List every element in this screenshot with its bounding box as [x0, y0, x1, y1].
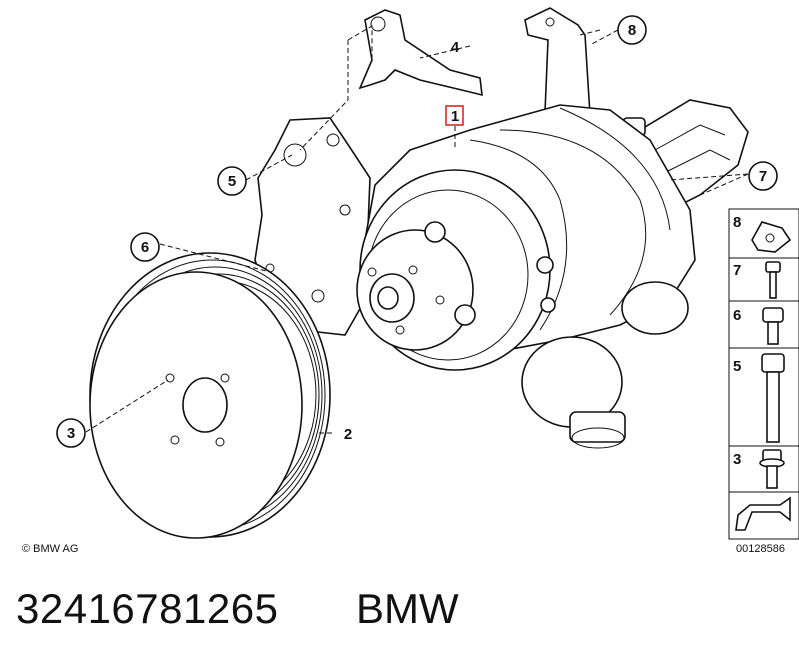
bracket-part-8: [524, 7, 591, 119]
legend-label-5: 5: [733, 358, 741, 375]
diagram-id: 00128586: [736, 543, 785, 555]
power-steering-pump-part-1: [356, 104, 696, 449]
part-number: 32416781265: [16, 585, 279, 632]
bolt-short-icon: [765, 261, 781, 299]
callout-1-highlight: 1: [445, 105, 464, 126]
callout-5-label: 5: [228, 173, 236, 190]
callout-3: 3: [56, 418, 86, 448]
legend-label-6: 6: [733, 307, 741, 324]
legend-label-3: 3: [733, 451, 741, 468]
callout-3-label: 3: [67, 425, 75, 442]
callout-6-label: 6: [141, 239, 149, 256]
bracket-part-4: [358, 9, 483, 97]
direction-arrow-icon: [735, 496, 791, 531]
copyright-text: © BMW AG: [22, 543, 78, 555]
brand-name: BMW: [356, 585, 459, 632]
clip-nut-icon: [751, 221, 792, 253]
callout-8-label: 8: [628, 22, 636, 39]
legend-label-7: 7: [733, 262, 741, 279]
bolt-flange-icon: [759, 449, 785, 489]
bolt-medium-icon: [762, 307, 784, 345]
callout-5: 5: [217, 166, 247, 196]
callout-6: 6: [130, 232, 160, 262]
callout-2-label: 2: [344, 426, 352, 443]
fastener-legend: 8 7 6 5 3: [728, 208, 799, 540]
callout-7-label: 7: [759, 168, 767, 185]
callout-7: 7: [748, 161, 778, 191]
legend-label-8: 8: [733, 214, 741, 231]
callout-1-label: 1: [451, 108, 459, 125]
pulley-part-2: [89, 252, 331, 539]
bolt-long-icon: [761, 353, 785, 443]
leader-lines: [85, 25, 749, 434]
callout-8: 8: [617, 15, 647, 45]
callout-4-label: 4: [451, 39, 460, 56]
